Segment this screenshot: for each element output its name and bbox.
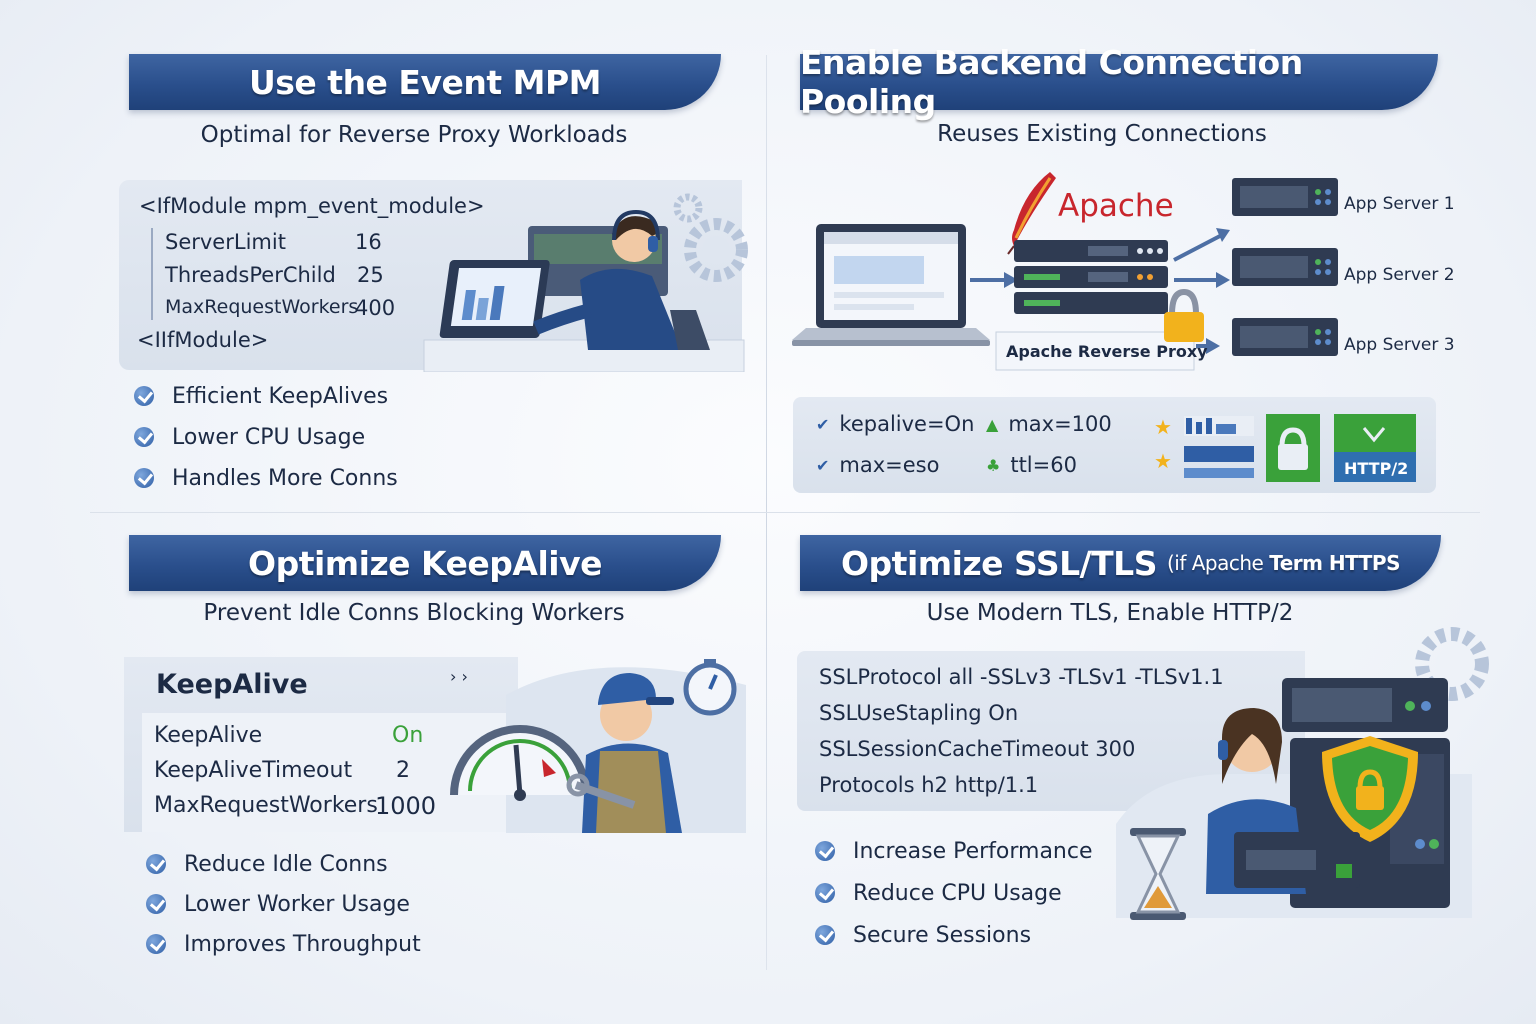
- proxypass-options-panel: [793, 397, 1436, 493]
- lock-icon: [1164, 288, 1204, 342]
- list-item: Increase Performance: [815, 838, 1093, 864]
- directive-key: KeepAlive: [154, 723, 263, 748]
- check-icon: [146, 854, 166, 874]
- directive-key: KeepAliveTimeout: [154, 758, 353, 783]
- check-icon: [815, 925, 835, 945]
- keepalive-title: Optimize KeepAlive: [248, 543, 602, 583]
- directive-value: 1000: [375, 792, 437, 820]
- keepalive-title-banner: Optimize KeepAlive: [129, 535, 721, 591]
- directive-value: 25: [357, 263, 384, 287]
- check-icon: [134, 386, 154, 406]
- ssl-code-line: SSLProtocol all -SSLv3 -TLSv1 -TLSv1.1: [819, 665, 1224, 689]
- keepalive-panel-title: KeepAlive: [156, 669, 308, 700]
- ssl-code-line: SSLUseStapling On: [819, 701, 1019, 725]
- http2-badge-label: HTTP/2: [1344, 459, 1409, 478]
- laptop-icon: [792, 224, 990, 346]
- gear-icon: [1415, 627, 1489, 701]
- directive-key: MaxRequestWorkers: [165, 296, 359, 318]
- app-server-icon: [1232, 178, 1338, 216]
- pooling-title: Enable Backend Connection Pooling: [800, 43, 1303, 121]
- check-icon: ✔: [816, 455, 830, 475]
- directive-key: MaxRequestWorkers: [154, 793, 378, 818]
- ssl-subtitle: Use Modern TLS, Enable HTTP/2: [926, 600, 1294, 626]
- http2-badge: [1334, 414, 1416, 482]
- star-icon: ★: [1154, 449, 1172, 473]
- directive-value: 400: [355, 296, 396, 320]
- directive-value: 16: [355, 230, 382, 254]
- check-icon: [815, 883, 835, 903]
- proxy-server-icon: [1014, 240, 1168, 314]
- apache-feather-icon: [1007, 172, 1056, 255]
- gear-icon: [673, 193, 748, 282]
- pooling-status-icons: ★ ★: [1154, 414, 1416, 482]
- app-server-icon: [1232, 318, 1338, 356]
- list-item: Lower Worker Usage: [146, 891, 421, 917]
- check-icon: ✔: [816, 414, 830, 434]
- pooling-subtitle: Reuses Existing Connections: [937, 121, 1267, 147]
- app-server-icon: [1232, 248, 1338, 286]
- pool-option: ▲max=100: [986, 412, 1112, 436]
- app-server-label: App Server 2: [1344, 265, 1455, 285]
- list-item: Efficient KeepAlives: [134, 383, 398, 409]
- ssl-server-illustration: [1116, 627, 1489, 920]
- shield-lock-icon: [1322, 736, 1418, 842]
- apache-logo-text: Apache: [1058, 188, 1174, 224]
- star-icon: ★: [1154, 415, 1172, 439]
- pooling-title-banner: Enable Backend Connection Pooling: [800, 43, 1438, 121]
- panel-arrows-icon: › ›: [450, 667, 468, 686]
- app-server-label: App Server 3: [1344, 335, 1455, 355]
- proxy-label: Apache Reverse Proxy: [1006, 342, 1208, 361]
- mpm-benefits-list: Efficient KeepAlives Lower CPU Usage Han…: [134, 383, 398, 506]
- directive-key: ThreadsPerChild: [165, 263, 336, 287]
- pool-option: ✔kepalive=On: [816, 412, 975, 436]
- horizontal-divider: [90, 512, 1480, 513]
- mpm-title: Use the Event MPM: [248, 62, 602, 102]
- mpm-title-banner: Use the Event MPM: [129, 54, 721, 110]
- check-icon: [146, 894, 166, 914]
- keepalive-benefits-list: Reduce Idle Conns Lower Worker Usage Imp…: [146, 851, 421, 972]
- check-icon: [815, 841, 835, 861]
- stopwatch-icon: [683, 659, 737, 716]
- engineer-desk-illustration: [423, 193, 748, 372]
- check-icon: [146, 934, 166, 954]
- ssl-title-note: (if Apache Term HTTPS: [1166, 551, 1400, 575]
- app-server-label: App Server 1: [1344, 194, 1455, 214]
- list-item: Improves Throughput: [146, 931, 421, 957]
- ssl-title-banner: Optimize SSL/TLS (if Apache Term HTTPS: [800, 535, 1441, 591]
- list-item: Handles More Conns: [134, 465, 398, 491]
- keepalive-config-panel: KeepAlive › › KeepAlive On KeepAliveTime…: [124, 657, 518, 832]
- list-item: Reduce CPU Usage: [815, 880, 1093, 906]
- padlock-icon: [1266, 414, 1320, 482]
- hourglass-icon: [1130, 828, 1186, 920]
- list-item: Lower CPU Usage: [134, 424, 398, 450]
- ssl-code-line: Protocols h2 http/1.1: [819, 773, 1039, 797]
- directive-key: ServerLimit: [165, 230, 286, 254]
- directive-value: 2: [396, 758, 410, 783]
- mechanic-figure: [566, 673, 682, 833]
- ssl-title: Optimize SSL/TLS: [841, 543, 1157, 583]
- pool-option: ✔max=eso: [816, 453, 940, 477]
- keepalive-subtitle: Prevent Idle Conns Blocking Workers: [203, 600, 625, 626]
- code-indent-bar: [151, 228, 153, 320]
- gauge-icon: [450, 725, 590, 801]
- triangle-icon: ▲: [986, 414, 999, 434]
- mpm-code-open: <IfModule mpm_event_module>: [139, 194, 485, 218]
- check-icon: [134, 427, 154, 447]
- mpm-subtitle: Optimal for Reverse Proxy Workloads: [200, 122, 628, 148]
- list-item: Reduce Idle Conns: [146, 851, 421, 877]
- keepalive-directives: KeepAlive On KeepAliveTimeout 2 MaxReque…: [142, 713, 518, 832]
- check-icon: [134, 468, 154, 488]
- pool-option: ♣ttl=60: [986, 453, 1077, 477]
- ssl-code-line: SSLSessionCacheTimeout 300: [819, 737, 1136, 761]
- proxy-architecture-diagram: [792, 172, 1338, 371]
- list-item: Secure Sessions: [815, 922, 1093, 948]
- directive-value: On: [392, 723, 424, 748]
- mechanic-gauge-illustration: [450, 659, 746, 833]
- mpm-code-close: <IIfModule>: [137, 328, 269, 352]
- leaf-icon: ♣: [986, 455, 1001, 475]
- ssl-benefits-list: Increase Performance Reduce CPU Usage Se…: [815, 838, 1093, 963]
- chart-bars-icon: [1184, 416, 1254, 478]
